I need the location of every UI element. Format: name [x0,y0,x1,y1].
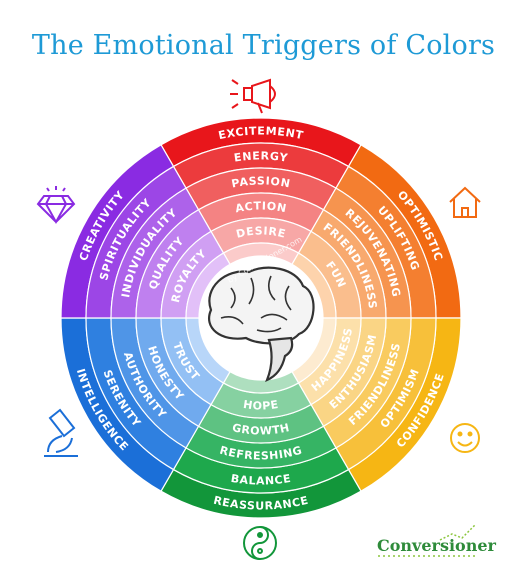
brand-name: Conversioner [377,536,496,555]
yellow-ring-6 [291,317,337,384]
blue-ring-6 [185,317,231,384]
orange-ring-6 [291,252,337,319]
segment-green [160,370,362,519]
brain-icon [208,266,315,383]
red-word-3: PASSION [230,174,291,190]
page-title: The Emotional Triggers of Colors [31,30,496,61]
red-word-5: DESIRE [235,224,287,240]
purple-ring-6 [185,252,231,319]
segment-blue [60,317,231,493]
red-word-1: EXCITEMENT [217,124,305,142]
smiley-icon [450,423,480,453]
segment-orange [291,143,462,319]
brain-center: by Conversioner.com [199,235,323,383]
segment-icons [36,78,481,560]
brand-sparkline [378,523,478,557]
microscope-icon [44,408,78,457]
green-word-3: REFRESHING [218,444,303,463]
green-word-1: REASSURANCE [212,494,310,513]
green-ring-6 [222,370,300,394]
megaphone-icon [230,78,276,114]
red-word-2: ENERGY [233,149,289,164]
green-word-4: GROWTH [231,421,291,438]
green-word-5: HOPE [242,398,279,413]
brand-logo: Conversioner [377,536,496,555]
segment-yellow [291,317,462,493]
diamond-icon [36,186,76,225]
wheel-rings [60,117,462,519]
red-word-4: ACTION [234,199,288,215]
house-icon [449,186,481,218]
green-word-2: BALANCE [230,472,292,488]
yin-yang-icon [243,526,277,560]
segment-purple [60,143,231,319]
